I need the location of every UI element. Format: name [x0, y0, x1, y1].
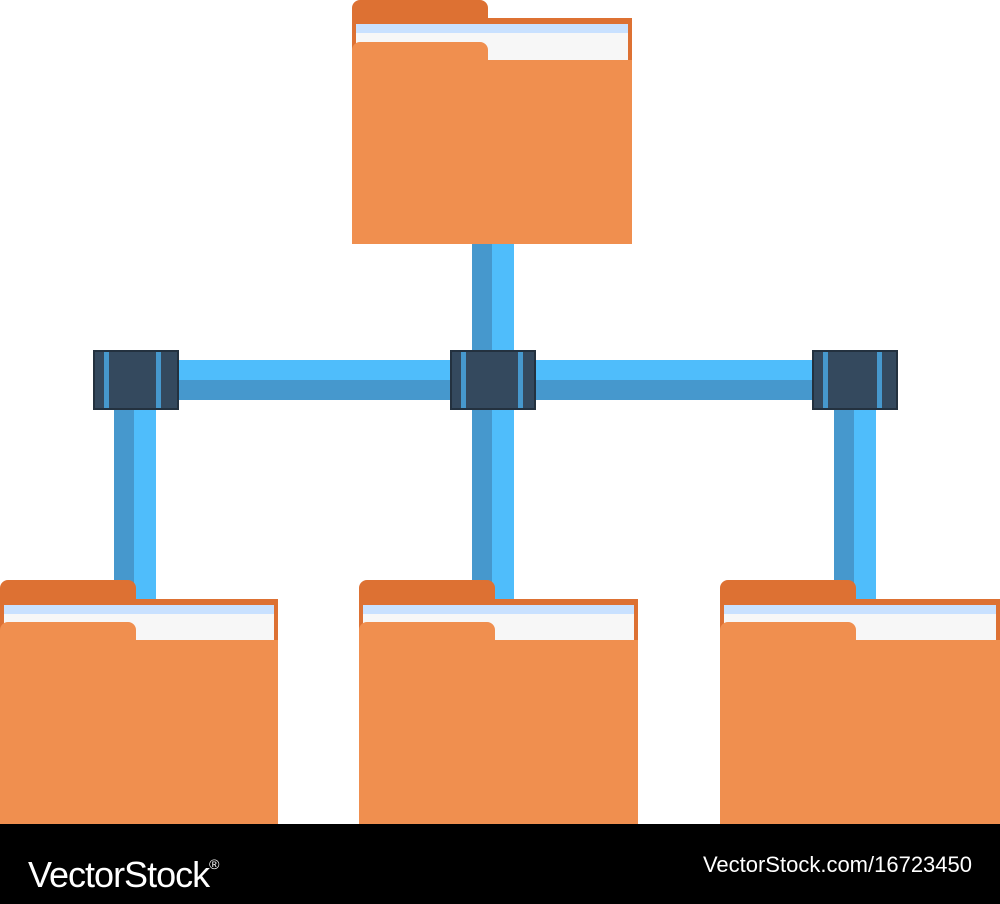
pipe-drop-right — [834, 408, 876, 600]
image-url-text: VectorStock.com/16723450 — [702, 852, 972, 877]
pipe-joint-left — [93, 350, 179, 410]
pipe-drop-left — [114, 408, 156, 600]
vectorstock-logo: VectorStock® — [28, 842, 219, 897]
folder-icon-child-left — [0, 580, 278, 824]
pipe-horizontal-bus — [176, 360, 816, 400]
folder-icon-root — [352, 0, 632, 244]
pipe-root-trunk — [472, 244, 514, 352]
folder-icon-child-right — [720, 580, 1000, 824]
watermark-footer-bar: VectorStock® VectorStock.com/16723450 — [0, 824, 1000, 904]
pipe-joint-center — [450, 350, 536, 410]
folder-icon-child-center — [359, 580, 638, 824]
logo-wordmark: VectorStock — [28, 854, 210, 895]
pipe-drop-center — [472, 408, 514, 600]
registered-mark: ® — [209, 856, 219, 872]
connector-pipes — [114, 244, 876, 600]
pipe-joint-right — [812, 350, 898, 410]
folder-hierarchy-diagram — [0, 0, 1000, 824]
